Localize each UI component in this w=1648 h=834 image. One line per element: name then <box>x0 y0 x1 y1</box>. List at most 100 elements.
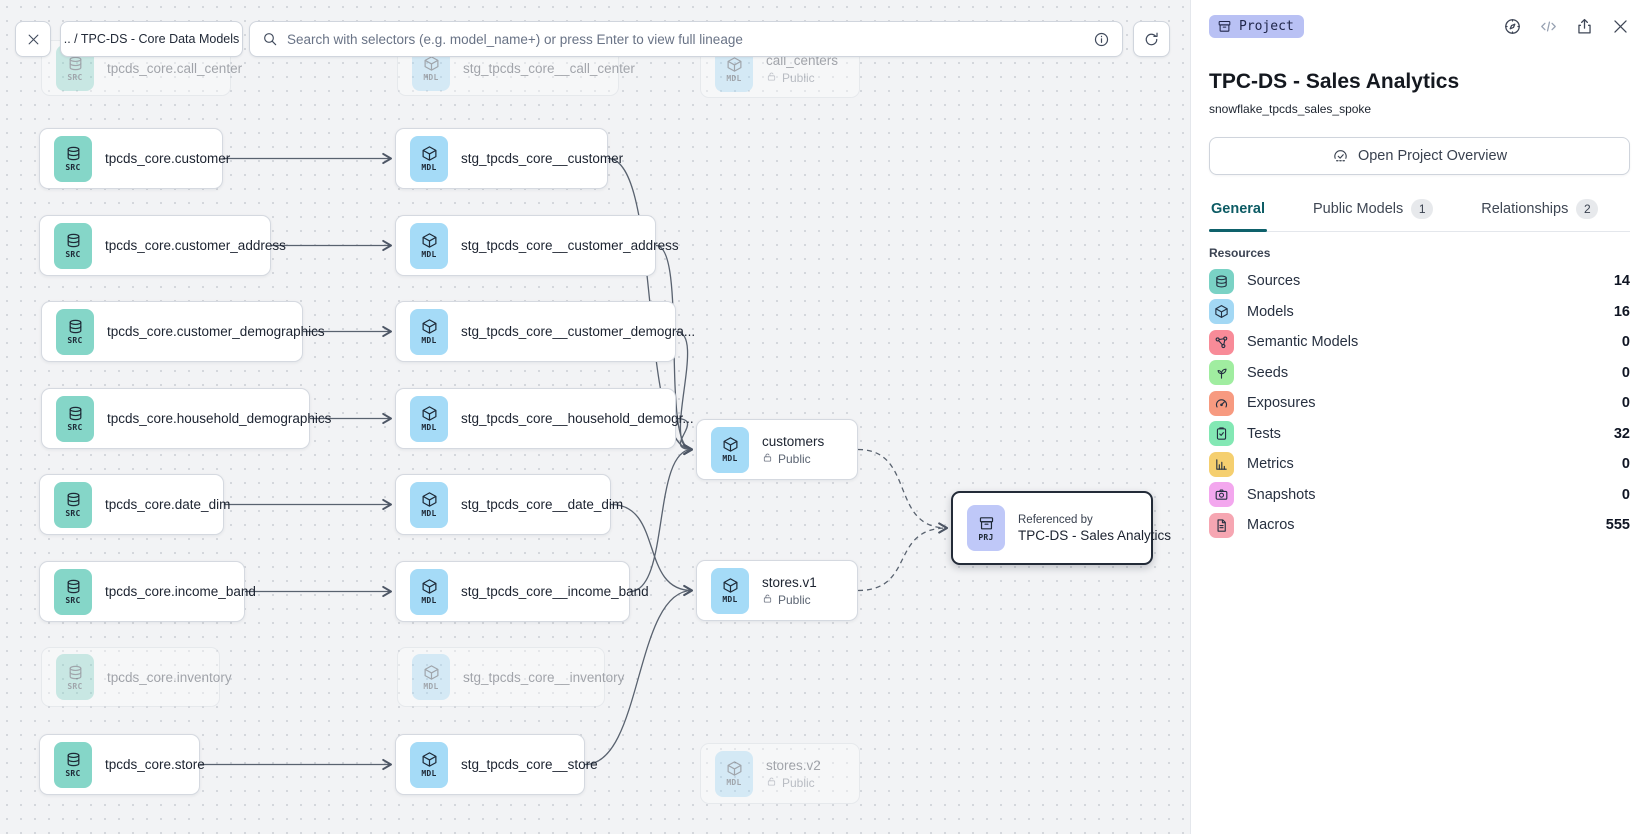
edge-customers-to-prj <box>857 448 948 534</box>
resource-label: Exposures <box>1247 395 1316 412</box>
database-icon: SRC <box>56 308 94 355</box>
overview-button-label: Open Project Overview <box>1357 148 1508 164</box>
resource-count: 0 <box>1621 364 1630 381</box>
resource-label: Seeds <box>1247 364 1289 381</box>
breadcrumb[interactable]: .. / TPC-DS - Core Data Models <box>60 21 243 57</box>
info-icon[interactable] <box>1093 31 1110 48</box>
database-icon <box>1209 268 1234 294</box>
node-label: tpcds_core.income_band <box>105 584 256 599</box>
resource-label: Models <box>1247 303 1294 320</box>
graph-node-stg-customer[interactable]: MDL stg_tpcds_core__customer <box>395 128 624 189</box>
tab-count-badge: 1 <box>1411 199 1434 219</box>
resource-row-seeds[interactable]: Seeds 0 <box>1209 358 1630 389</box>
resource-row-exposures[interactable]: Exposures 0 <box>1209 388 1630 419</box>
edge-stg_income_band-to-customers <box>629 444 693 593</box>
public-badge: Public <box>766 776 821 790</box>
edge-stg_customer_demographics-to-customers <box>675 330 693 455</box>
resource-label: Tests <box>1247 425 1281 442</box>
edge-stg_date_dim-to-stores_v1 <box>610 503 693 597</box>
close-panel-icon[interactable] <box>1611 17 1630 36</box>
breadcrumb-label: .. / TPC-DS - Core Data Models <box>63 32 240 46</box>
open-project-overview-button[interactable]: Open Project Overview <box>1209 137 1630 175</box>
edge-stg_store-to-stores_v1 <box>584 584 693 766</box>
node-label: tpcds_core.customer_demographics <box>107 324 325 339</box>
tab-general[interactable]: General <box>1209 199 1267 232</box>
project-badge-label: Project <box>1239 19 1294 34</box>
public-badge: Public <box>762 452 824 466</box>
cube-icon: MDL <box>711 426 749 473</box>
graph-node-stg-income-band[interactable]: MDL stg_tpcds_core__income_band <box>395 561 649 622</box>
unlock-icon <box>766 71 777 85</box>
camera-icon <box>1209 482 1234 508</box>
node-label: stg_tpcds_core__customer_demogra... <box>461 324 696 339</box>
database-icon: SRC <box>56 395 94 442</box>
resource-row-models[interactable]: Models 16 <box>1209 297 1630 328</box>
node-label: stg_tpcds_core__customer <box>461 151 624 166</box>
lineage-canvas[interactable]: .. / TPC-DS - Core Data Models SRCtpcds_… <box>0 0 1190 834</box>
gauge-icon <box>1209 390 1234 416</box>
search-input[interactable] <box>287 31 1084 47</box>
code-icon[interactable] <box>1539 17 1558 36</box>
graph-node-src-income-band[interactable]: SRC tpcds_core.income_band <box>39 561 256 622</box>
refresh-button[interactable] <box>1133 21 1170 57</box>
unlock-icon <box>762 593 773 607</box>
node-label: stg_tpcds_core__income_band <box>461 584 649 599</box>
clipboard-icon <box>1209 421 1234 447</box>
resource-row-sources[interactable]: Sources 14 <box>1209 266 1630 297</box>
node-label: tpcds_core.date_dim <box>105 497 231 512</box>
resource-count: 555 <box>1605 517 1630 534</box>
database-icon: SRC <box>54 222 92 269</box>
resource-count: 0 <box>1621 395 1630 412</box>
resource-label: Semantic Models <box>1247 334 1359 351</box>
document-icon <box>1209 512 1234 538</box>
public-badge: Public <box>762 593 817 607</box>
node-label: stg_tpcds_core__store <box>461 757 598 772</box>
close-lineage-button[interactable] <box>15 21 51 57</box>
resource-count: 16 <box>1613 303 1630 320</box>
cube-icon: MDL <box>410 568 448 615</box>
project-subtitle: snowflake_tpcds_sales_spoke <box>1209 102 1372 116</box>
node-label: customers <box>762 433 825 449</box>
graph-node-src-customer-demographics[interactable]: SRC tpcds_core.customer_demographics <box>41 301 325 362</box>
share-icon[interactable] <box>1575 17 1594 36</box>
node-label: tpcds_core.call_center <box>107 60 243 76</box>
resource-label: Snapshots <box>1247 486 1316 503</box>
database-icon: SRC <box>54 568 92 615</box>
resource-count: 14 <box>1613 273 1630 290</box>
page-title: TPC-DS - Sales Analytics <box>1209 70 1460 93</box>
cube-icon: MDL <box>711 567 749 614</box>
resource-label: Sources <box>1247 273 1301 290</box>
node-label: TPC-DS - Sales Analytics <box>1018 527 1172 543</box>
barchart-icon <box>1209 451 1234 477</box>
database-icon: SRC <box>54 135 92 182</box>
cube-icon: MDL <box>410 135 448 182</box>
search-bar[interactable] <box>249 21 1123 57</box>
public-badge: Public <box>766 71 838 85</box>
explore-icon[interactable] <box>1503 17 1522 36</box>
node-label: tpcds_core.store <box>105 757 205 772</box>
